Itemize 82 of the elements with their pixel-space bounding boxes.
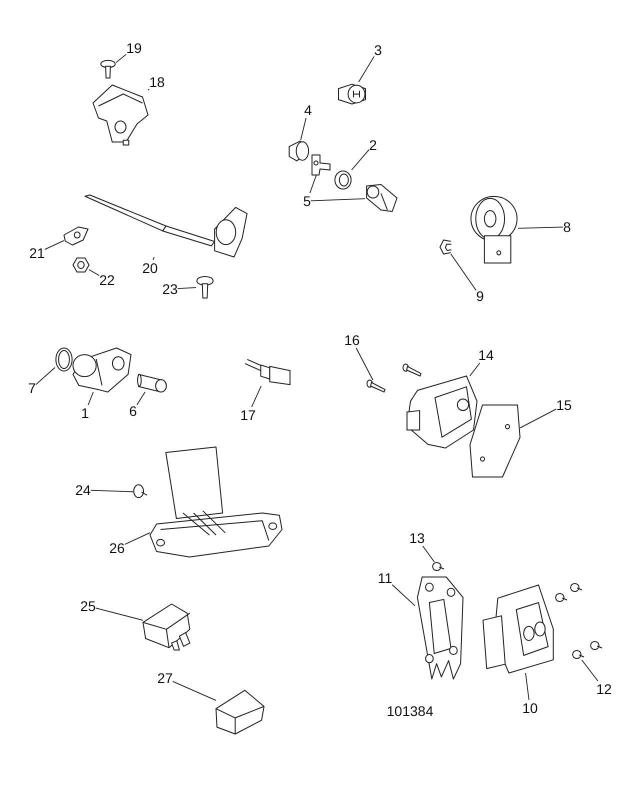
screw-drawing [572, 650, 584, 660]
tab-drawing [310, 155, 330, 175]
module-drawing [407, 376, 477, 448]
callout-number: 21 [29, 245, 45, 261]
leader-line [469, 362, 480, 376]
bolt-drawing [100, 60, 116, 78]
leader-line [124, 532, 150, 545]
callout-number: 13 [409, 530, 425, 546]
leader-line [356, 348, 374, 380]
callout-number: 1 [81, 405, 89, 421]
leader-line [44, 240, 64, 250]
callout-number: 3 [374, 42, 382, 58]
leader-line [450, 254, 477, 291]
callout-number: 14 [478, 347, 494, 363]
callout-number: 17 [240, 407, 256, 423]
pressure-sensor-drawing [93, 85, 148, 145]
pressure-switch-drawing [365, 183, 397, 213]
callout-number: 9 [476, 288, 484, 304]
leader-line [136, 392, 146, 406]
bolt-drawing [196, 276, 214, 298]
callout-number: 27 [157, 670, 173, 686]
o-ring-drawing [55, 347, 73, 372]
callout-number: 16 [344, 332, 360, 348]
callout-number: 19 [126, 40, 142, 56]
leader-line [148, 88, 150, 91]
nut-drawing [73, 258, 89, 272]
callout-number: 8 [563, 219, 571, 235]
speed-sensor-drawing [85, 195, 247, 257]
temperature-sensor-drawing [245, 358, 290, 386]
leader-line [518, 226, 564, 229]
leader-line [116, 54, 127, 63]
leader-line [152, 256, 155, 260]
leader-line [172, 680, 216, 701]
cover-plate-drawing [470, 405, 520, 477]
callout-number: 5 [303, 193, 311, 209]
plug-drawing [337, 82, 367, 104]
bracket-drawing [415, 577, 463, 679]
callout-number: 10 [522, 700, 538, 716]
callout-number: 23 [162, 281, 178, 297]
callout-number: 7 [28, 380, 36, 396]
callout-number: 18 [149, 74, 165, 90]
screw-drawing [432, 562, 444, 572]
leader-line [177, 287, 196, 289]
screw-drawing [367, 380, 385, 392]
callout-number: 4 [304, 102, 312, 118]
leader-line [88, 392, 94, 406]
module-box-drawing [150, 447, 282, 557]
leader-line [581, 660, 598, 682]
leader-line [310, 198, 366, 202]
drawing-number: 101384 [386, 703, 434, 719]
leader-line [358, 56, 375, 82]
speed-sensor-drawing [73, 348, 131, 392]
relay-drawing [216, 688, 264, 734]
callout-number: 2 [369, 137, 377, 153]
leader-line [251, 386, 262, 408]
grommet-drawing [334, 170, 352, 190]
leader-line [422, 546, 435, 562]
callout-number: 12 [596, 681, 612, 697]
leader-line [90, 490, 134, 492]
leader-line [351, 149, 370, 170]
cap-drawing [287, 140, 309, 162]
leader-line [520, 408, 557, 428]
callout-number: 15 [556, 397, 572, 413]
callout-number: 25 [80, 598, 96, 614]
clip-drawing [64, 225, 88, 245]
control-module-drawing [483, 585, 557, 673]
callout-number: 22 [99, 272, 115, 288]
leader-line [95, 608, 144, 621]
leader-line [309, 174, 317, 194]
callout-number: 11 [378, 570, 392, 586]
leader-line [300, 118, 306, 140]
callout-number: 6 [129, 403, 137, 419]
leader-line [88, 269, 100, 276]
screw-drawing [133, 484, 147, 500]
leader-line [525, 672, 530, 700]
leader-line [392, 584, 416, 606]
callout-number: 26 [109, 540, 125, 556]
knock-sensor-drawing [470, 195, 518, 263]
clip-drawing [440, 240, 452, 254]
leader-line [35, 367, 56, 385]
callout-number: 24 [75, 482, 91, 498]
callout-number: 20 [142, 260, 158, 276]
